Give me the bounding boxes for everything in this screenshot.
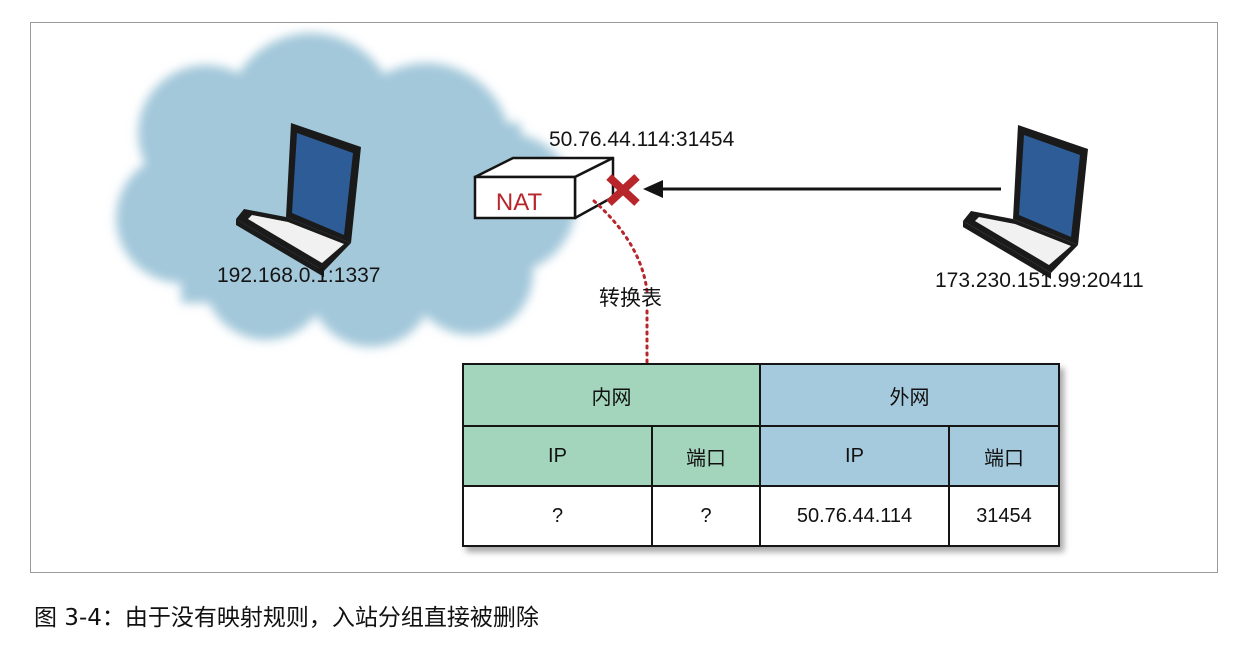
- incoming-packet-arrow: [643, 180, 1001, 198]
- outer-ip-header: IP: [759, 425, 950, 487]
- internal-laptop-icon: [236, 123, 361, 277]
- nat-label: NAT: [496, 189, 543, 216]
- inner-ip-header: IP: [462, 425, 653, 487]
- inner-network-header: 内网: [462, 363, 761, 427]
- nat-device: NAT: [473, 156, 615, 220]
- translation-table-link: [592, 199, 649, 365]
- table-row: ? ? 50.76.44.114 31454: [462, 485, 1060, 547]
- external-laptop-icon: [963, 125, 1088, 279]
- blocked-x-icon: [606, 174, 640, 206]
- internal-host-endpoint-label: 192.168.0.1:1337: [217, 264, 381, 287]
- translation-table: 内网 外网 IP 端口 IP 端口 ? ? 50.76.44.114 31454: [462, 363, 1060, 547]
- outer-port-header: 端口: [948, 425, 1060, 487]
- translation-table-label: 转换表: [599, 286, 662, 310]
- external-host-endpoint-label: 173.230.151.99:20411: [935, 269, 1144, 292]
- figure-caption: 图 3-4：由于没有映射规则，入站分组直接被删除: [34, 605, 539, 631]
- outer-port-cell: 31454: [948, 485, 1060, 547]
- outer-ip-cell: 50.76.44.114: [759, 485, 950, 547]
- figure-frame: NAT 50.76.44.114:31454 192.168.0.1:1337 …: [30, 22, 1218, 573]
- network-diagram: NAT 50.76.44.114:31454 192.168.0.1:1337 …: [116, 33, 1144, 365]
- outer-network-header: 外网: [759, 363, 1060, 427]
- inner-port-header: 端口: [651, 425, 761, 487]
- nat-public-endpoint-label: 50.76.44.114:31454: [549, 128, 735, 151]
- inner-ip-cell: ?: [462, 485, 653, 547]
- inner-port-cell: ?: [651, 485, 761, 547]
